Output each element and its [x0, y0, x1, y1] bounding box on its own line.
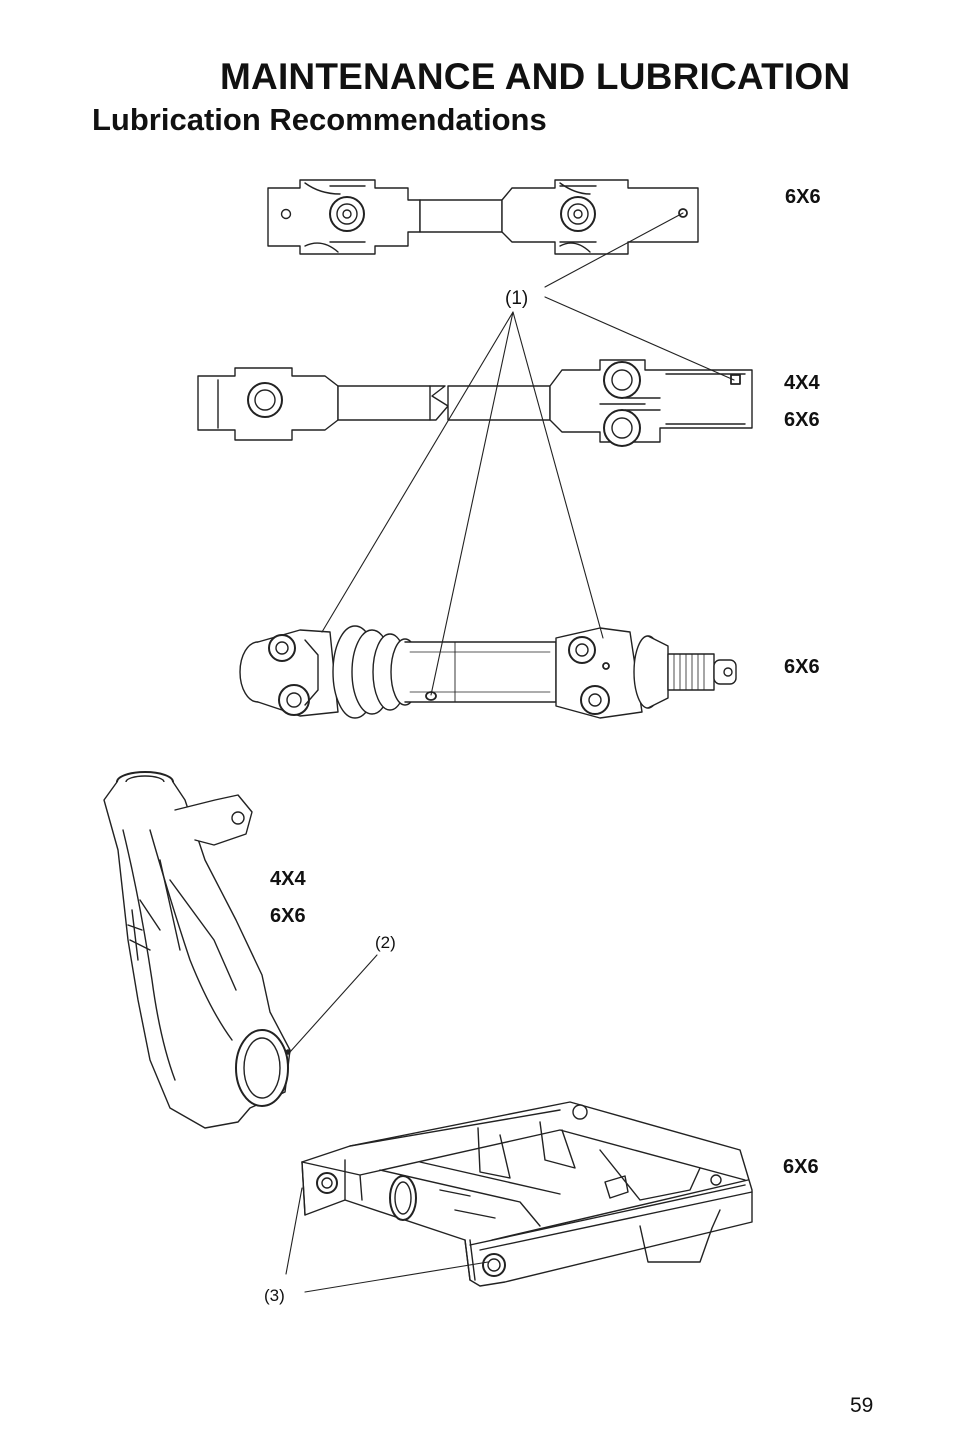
- chassis-frame: [302, 1102, 752, 1286]
- drive-shaft-lower: [240, 626, 736, 718]
- drive-shaft-middle: [198, 360, 752, 446]
- callout-2: (2): [375, 933, 396, 952]
- shaft-lower-model-label: 6X6: [784, 656, 820, 678]
- shaft-middle-model-label-a: 4X4: [784, 372, 820, 394]
- knuckle-model-label-b: 6X6: [270, 905, 306, 927]
- knuckle-model-label-a: 4X4: [270, 868, 306, 890]
- callout-leaders: [286, 213, 734, 1292]
- section-subtitle: Lubrication Recommendations: [92, 102, 547, 137]
- shaft-top-model-label: 6X6: [785, 186, 821, 208]
- page-number: 59: [850, 1394, 874, 1417]
- shaft-middle-model-label-b: 6X6: [784, 409, 820, 431]
- callout-1: (1): [505, 288, 529, 309]
- callout-3: (3): [264, 1286, 285, 1305]
- steering-knuckle: [104, 772, 290, 1128]
- frame-model-label: 6X6: [783, 1156, 819, 1178]
- drive-shaft-top: [268, 180, 698, 254]
- page-title: MAINTENANCE AND LUBRICATION: [220, 56, 851, 97]
